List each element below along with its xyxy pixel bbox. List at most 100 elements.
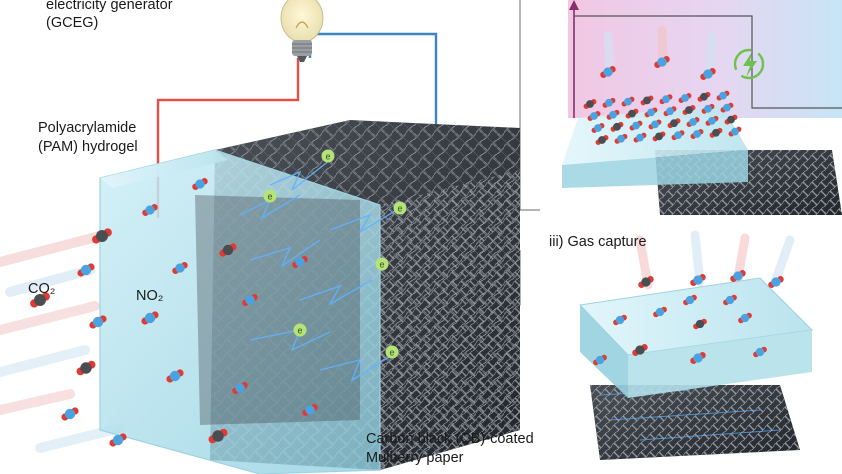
no2-molecule xyxy=(678,93,692,103)
no2-molecule xyxy=(644,107,658,118)
electron-marker: e xyxy=(293,323,307,337)
electron-marker: e xyxy=(385,345,399,359)
no2-molecule xyxy=(768,276,784,288)
co2-molecule xyxy=(92,228,112,244)
electron-symbol: e xyxy=(397,204,402,214)
co2-molecule xyxy=(76,360,96,376)
electron-symbol: e xyxy=(267,192,272,202)
co2-molecule xyxy=(30,292,50,308)
co2-molecule xyxy=(638,276,654,288)
no2-molecule xyxy=(723,294,737,306)
co2-molecule xyxy=(709,127,723,138)
no2-molecule xyxy=(89,315,107,329)
no2-molecule xyxy=(629,120,643,131)
no2-molecule xyxy=(77,263,95,277)
no2-molecule xyxy=(600,66,616,78)
no2-molecule xyxy=(292,256,308,268)
no2-molecule xyxy=(700,68,716,80)
pam-hydrogel-slab xyxy=(99,149,381,474)
gas-molecules xyxy=(30,56,784,447)
co2-molecule xyxy=(682,105,696,115)
no2-label: NO₂ xyxy=(136,288,164,304)
no2-molecule xyxy=(141,311,159,325)
light-bulb-icon xyxy=(280,0,324,62)
no2-molecule xyxy=(720,102,734,113)
co2-molecule xyxy=(625,108,639,119)
co2-molecule xyxy=(724,114,738,125)
no2-molecule xyxy=(109,433,127,447)
electron-marker: e xyxy=(263,189,277,203)
pam-label-line1: Polyacrylamide xyxy=(38,120,137,136)
wire-red xyxy=(156,58,300,218)
cb-label-line2: Mulberry paper xyxy=(366,450,464,466)
co2-molecule xyxy=(219,243,237,257)
no2-molecule xyxy=(192,178,208,190)
electron-symbol: e xyxy=(379,260,384,270)
cb-label-line1: Carbon black (CB)-coated xyxy=(366,431,534,447)
electron-symbol: e xyxy=(325,152,330,162)
pam-label-line2: (PAM) hydrogel xyxy=(38,139,138,155)
no2-molecule xyxy=(142,204,158,216)
gceg-label-line1: electricity generator xyxy=(46,0,173,13)
co2-molecule xyxy=(583,99,597,109)
co2-molecule xyxy=(595,135,609,145)
gceg-label-line2: (GCEG) xyxy=(46,15,99,31)
no2-molecule xyxy=(61,407,79,421)
no2-molecule xyxy=(728,126,742,137)
electron-marker: e xyxy=(321,149,335,163)
co2-molecule xyxy=(208,428,228,444)
electrons: e e e e e e xyxy=(263,149,407,359)
no2-molecule xyxy=(654,56,670,68)
gas-capture-stack xyxy=(578,277,814,460)
no2-molecule xyxy=(686,117,700,127)
electron-symbol: e xyxy=(389,348,394,358)
electron-marker: e xyxy=(375,257,389,271)
no2-molecule xyxy=(663,106,677,117)
no2-molecule xyxy=(690,129,704,139)
co2-molecule xyxy=(610,121,624,132)
no2-molecule xyxy=(690,274,706,286)
co2-molecule xyxy=(697,91,711,102)
no2-molecule xyxy=(172,262,188,274)
no2-molecule xyxy=(591,123,605,133)
no2-molecule xyxy=(621,96,635,107)
co2-molecule xyxy=(632,344,648,356)
no2-molecule xyxy=(602,97,616,108)
no2-molecule xyxy=(730,270,746,282)
no2-molecule xyxy=(705,115,719,126)
arrow-head xyxy=(569,0,579,10)
electron-symbol: e xyxy=(297,326,302,336)
no2-molecule xyxy=(614,133,628,144)
no2-molecule xyxy=(166,369,184,383)
co2-molecule xyxy=(667,118,681,129)
no2-molecule xyxy=(587,111,601,121)
no2-molecule xyxy=(683,294,697,306)
lightning-energy-icon xyxy=(733,48,765,80)
co2-label: CO₂ xyxy=(28,281,56,297)
callout-line-top xyxy=(519,0,540,211)
no2-molecule xyxy=(613,314,627,326)
no2-molecule xyxy=(648,119,662,130)
mechanism-gel-stack xyxy=(562,105,842,215)
charge-sparks xyxy=(239,159,401,382)
no2-molecule xyxy=(593,354,607,366)
no2-molecule xyxy=(242,294,258,306)
no2-molecule xyxy=(690,352,706,364)
no2-molecule xyxy=(633,132,647,143)
no2-molecule xyxy=(653,306,667,318)
no2-molecule xyxy=(671,130,685,141)
no2-molecule xyxy=(232,382,248,394)
electron-marker: e xyxy=(393,201,407,215)
no2-molecule xyxy=(302,404,318,416)
no2-molecule xyxy=(738,312,752,324)
no2-molecule xyxy=(716,90,730,101)
co2-molecule xyxy=(652,131,666,142)
no2-molecule xyxy=(701,103,715,114)
co2-molecule xyxy=(693,318,707,330)
co2-molecule xyxy=(640,95,654,106)
gas-capture-label: iii) Gas capture xyxy=(549,234,647,250)
no2-molecule xyxy=(606,109,620,120)
no2-molecule xyxy=(753,346,767,358)
